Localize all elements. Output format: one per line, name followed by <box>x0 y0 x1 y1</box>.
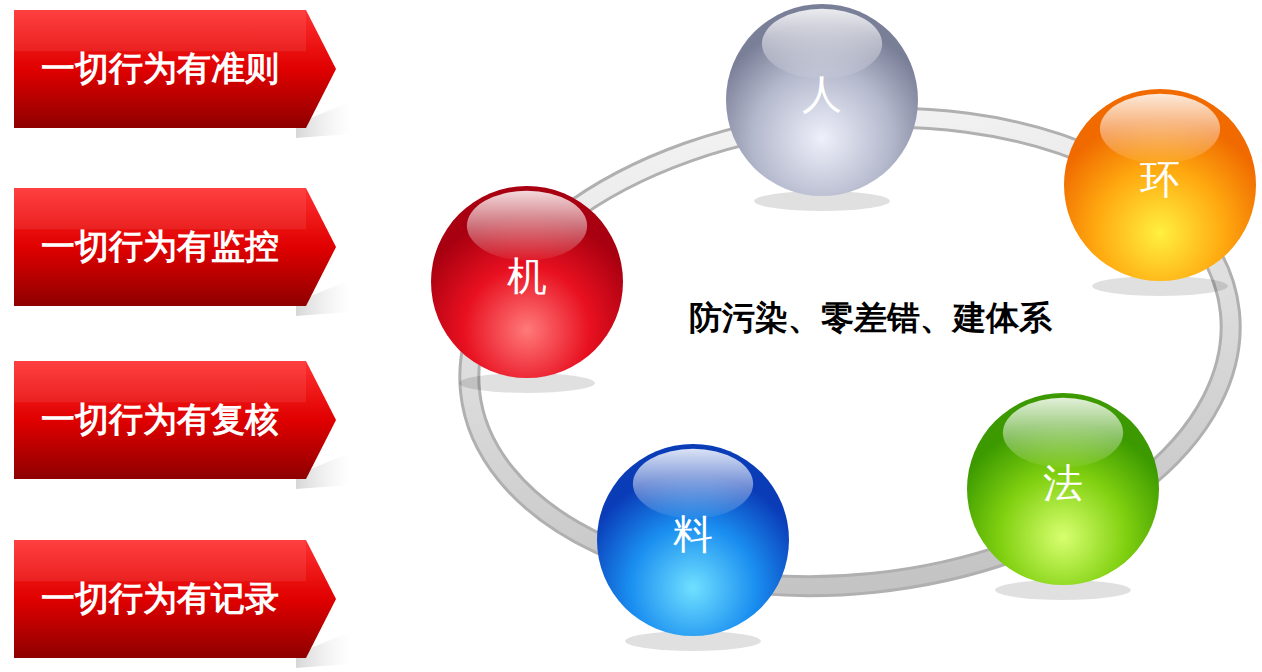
banner-gloss <box>14 188 306 229</box>
banner-text: 一切行为有准则 <box>41 46 279 92</box>
sphere-fill <box>726 4 918 196</box>
sphere-fill <box>597 444 789 636</box>
sphere-label: 机 <box>507 249 547 304</box>
banner-text: 一切行为有监控 <box>41 224 279 270</box>
sphere-node: 机 <box>430 185 624 379</box>
sphere-fill <box>1064 89 1256 281</box>
sphere-node: 人 <box>725 3 919 197</box>
arrow-banner: 一切行为有记录 <box>14 540 336 658</box>
sphere-highlight <box>467 191 587 261</box>
sphere-fill <box>431 186 623 378</box>
banner-fill <box>14 361 336 479</box>
arrow-banner: 一切行为有复核 <box>14 361 336 479</box>
banner-fill <box>14 540 336 658</box>
banner-fill <box>14 10 336 128</box>
sphere-label: 料 <box>673 507 713 562</box>
arrow-banner: 一切行为有监控 <box>14 188 336 306</box>
banner-gloss <box>14 540 306 581</box>
sphere-highlight <box>633 449 753 519</box>
sphere-highlight <box>1003 398 1123 468</box>
sphere-node: 料 <box>596 443 790 637</box>
slogan-label: 防污染、零差错、建体系 <box>689 296 1052 341</box>
sphere-highlight <box>1100 94 1220 164</box>
sphere-node: 环 <box>1063 88 1257 282</box>
sphere-fill <box>967 393 1159 585</box>
banner-gloss <box>14 361 306 402</box>
banner-fill <box>14 188 336 306</box>
sphere-node: 法 <box>966 392 1160 586</box>
sphere-label: 人 <box>802 67 842 122</box>
arrow-banner: 一切行为有准则 <box>14 10 336 128</box>
banner-text: 一切行为有记录 <box>41 576 279 622</box>
sphere-label: 环 <box>1140 152 1180 207</box>
sphere-highlight <box>762 9 882 79</box>
banner-text: 一切行为有复核 <box>41 397 279 443</box>
sphere-label: 法 <box>1043 456 1083 511</box>
banner-gloss <box>14 10 306 51</box>
